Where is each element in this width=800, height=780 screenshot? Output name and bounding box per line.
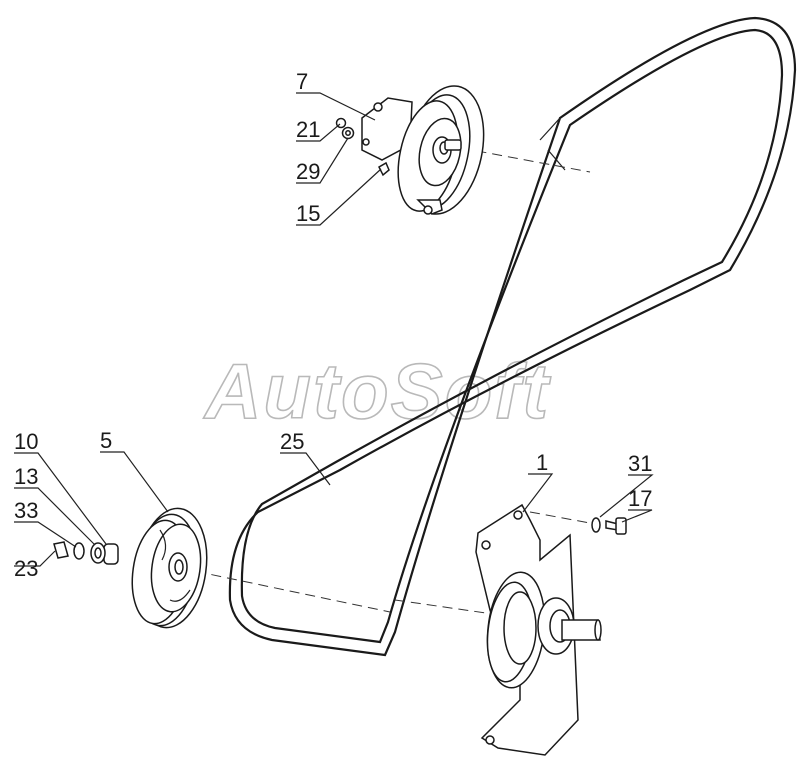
callout-10: 10	[14, 429, 38, 454]
bolt-15	[378, 161, 390, 177]
leader-lines	[14, 92, 654, 567]
callout-23: 23	[14, 556, 38, 581]
washer-31	[591, 517, 601, 533]
idler-pulley-5	[131, 507, 208, 629]
bracket-assembly-1	[475, 503, 602, 756]
watermark-text: AutoSoft	[203, 347, 551, 435]
callout-21: 21	[296, 117, 320, 142]
callout-13: 13	[14, 464, 38, 489]
washer-33	[73, 542, 85, 560]
callout-17: 17	[628, 486, 652, 511]
bushing-10	[103, 543, 119, 565]
callout-labels: 7 21 29 15 10 13 33 23 5 25 1 31 17	[14, 69, 652, 581]
callout-1: 1	[536, 450, 548, 475]
callout-5: 5	[100, 428, 112, 453]
nut-23	[53, 541, 69, 559]
callout-7: 7	[296, 69, 308, 94]
callout-31: 31	[628, 451, 652, 476]
callout-33: 33	[14, 498, 38, 523]
drive-belt	[228, 16, 797, 657]
right-hardware	[591, 517, 627, 535]
callout-29: 29	[296, 159, 320, 184]
callout-15: 15	[296, 201, 320, 226]
left-hardware-stack	[53, 541, 119, 565]
callout-25: 25	[280, 429, 304, 454]
upper-tensioner-pulley	[361, 85, 485, 215]
